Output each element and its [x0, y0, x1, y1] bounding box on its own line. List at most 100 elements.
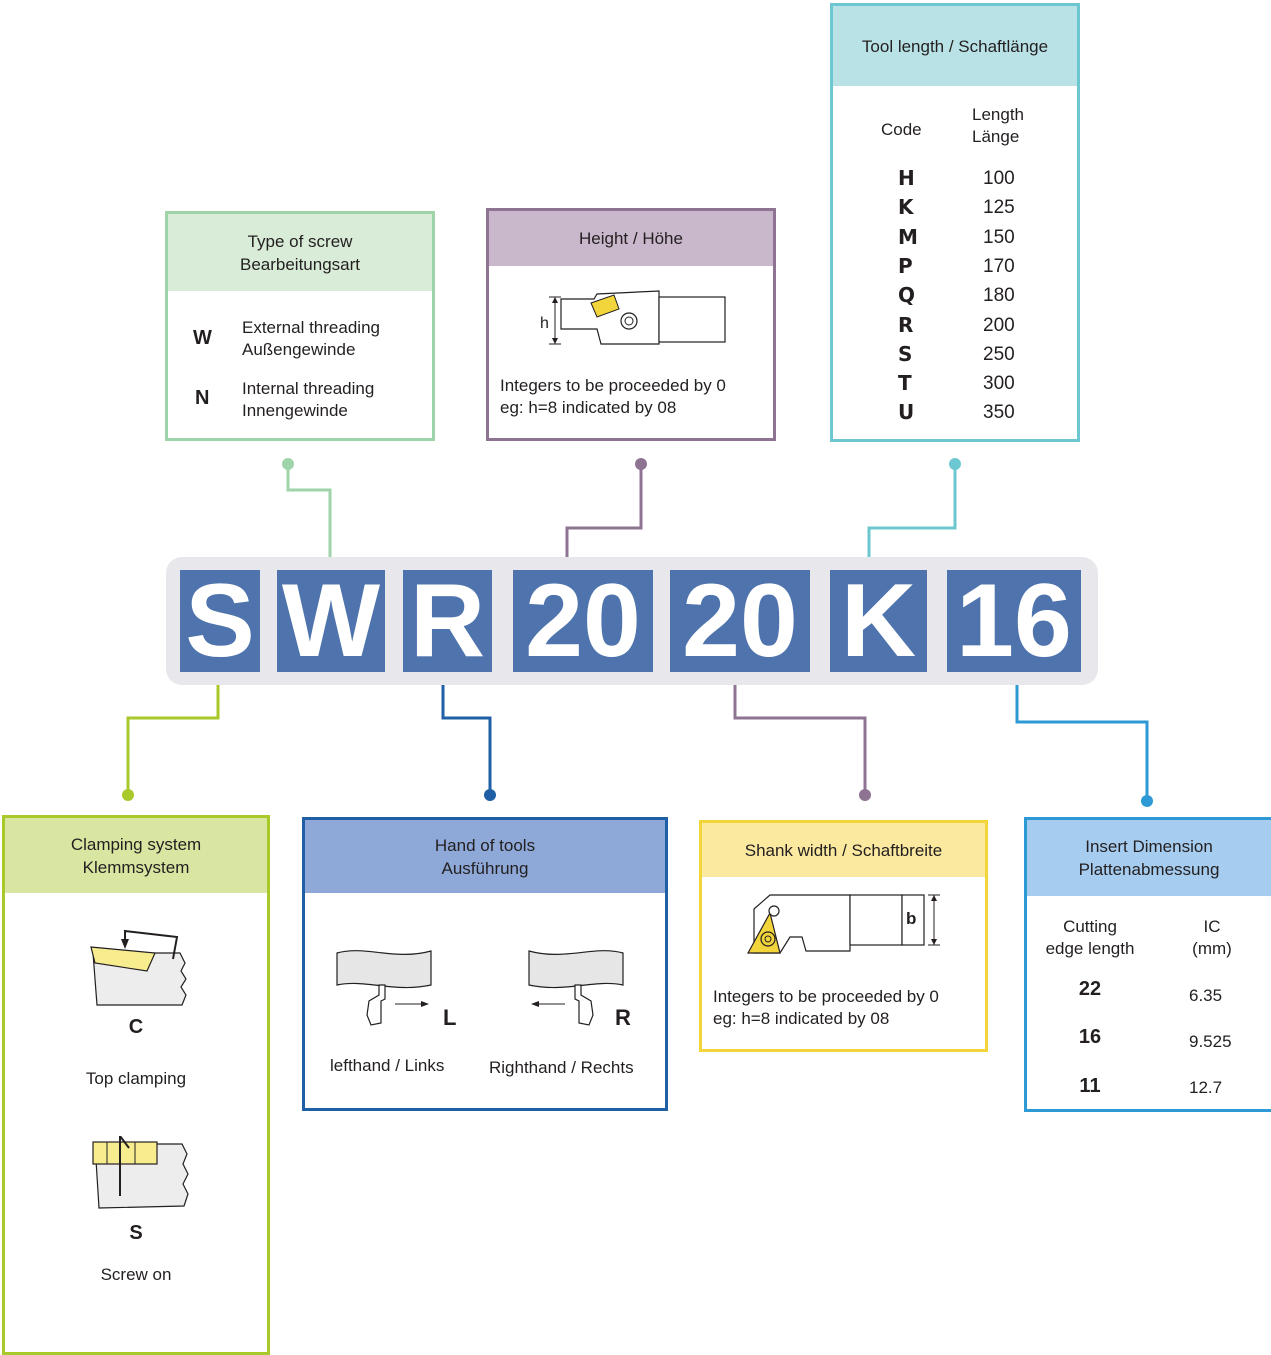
tool-length-header: Tool length / Schaftlänge	[833, 6, 1077, 86]
insert-ic-22: 6.35	[1189, 986, 1223, 1005]
insert-length-16: 16	[1078, 1026, 1102, 1048]
height-header: Height / Höhe	[489, 211, 773, 266]
screw-desc-n-en: Internal threading	[242, 379, 375, 398]
height-dim-label: h	[540, 315, 549, 332]
screw-type-title: Type of screw	[247, 231, 353, 251]
connector-dot-hand	[484, 789, 496, 801]
hand-code-l: L	[443, 1005, 457, 1030]
tool-length-value: 125	[983, 197, 1015, 219]
hand-code-r: R	[615, 1005, 631, 1030]
clamping-label-c: Top clamping	[85, 1069, 187, 1088]
insert-ic-11: 12.7	[1189, 1078, 1223, 1097]
hand-label-left: lefthand / Links	[330, 1056, 445, 1075]
shank-width-note-2: eg: h=8 indicated by 08	[713, 1009, 890, 1028]
connector-hand	[441, 672, 492, 795]
insert-ic-16: 9.525	[1189, 1032, 1232, 1051]
hand-label-right: Righthand / Rechts	[489, 1058, 634, 1077]
code-shank-width: 20	[670, 569, 810, 673]
tool-length-col-length: Length Länge	[972, 104, 1024, 148]
clamping-title: Clamping system	[70, 834, 202, 854]
insert-length-22: 22	[1078, 978, 1102, 1000]
screw-code-n: N	[195, 387, 210, 409]
screw-desc-w-en: External threading	[242, 318, 380, 337]
tool-length-value: 100	[983, 168, 1015, 189]
connector-height	[565, 464, 643, 570]
height-tool-icon	[549, 290, 726, 345]
clamping-code-c: C	[128, 1016, 144, 1038]
shank-width-tool-icon	[746, 894, 940, 954]
tool-length-col-length-de: Länge	[972, 127, 1020, 146]
shank-width-note: Integers to be proceeded by 0 eg: h=8 in…	[713, 986, 939, 1030]
tool-length-box: Tool length / Schaftlänge Code Length Lä…	[830, 3, 1080, 442]
tool-length-code: S	[898, 341, 913, 366]
connector-dot-screw-type	[282, 458, 294, 470]
lefthand-tool-icon	[336, 950, 432, 1026]
clamping-header: Clamping system Klemmsystem	[5, 818, 267, 893]
clamping-title-de: Klemmsystem	[82, 857, 190, 877]
screw-desc-n: Internal threading Innengewinde	[242, 378, 374, 422]
tool-length-code: U	[898, 400, 915, 425]
tool-length-code: P	[898, 253, 913, 278]
screw-type-header: Type of screw Bearbeitungsart	[168, 214, 432, 291]
connector-dot-insert-dim	[1141, 795, 1153, 807]
tool-length-col-length-en: Length	[972, 105, 1024, 124]
clamping-code-s: S	[129, 1222, 143, 1244]
tool-length-value: 170	[983, 255, 1015, 277]
insert-dim-col-ic: IC (mm)	[1167, 916, 1257, 960]
insert-dim-col-length-b: edge length	[1045, 939, 1135, 958]
tool-length-code: K	[898, 195, 914, 220]
screw-desc-w-de: Außengewinde	[242, 340, 356, 359]
tool-length-code: M	[898, 224, 918, 249]
insert-dim-col-ic-a: IC	[1203, 917, 1221, 936]
code-letter-s: S	[180, 569, 260, 673]
tool-length-value: 250	[983, 343, 1015, 365]
connector-shank-width	[733, 672, 867, 795]
insert-dim-col-length-a: Cutting	[1063, 917, 1117, 936]
tool-length-title: Tool length / Schaftlänge	[861, 36, 1049, 56]
clamping-label-s: Screw on	[100, 1265, 172, 1284]
tool-length-value: 180	[983, 285, 1015, 307]
hand-box: Hand of tools Ausführung L R lefthand / …	[302, 817, 668, 1111]
height-note-1: Integers to be proceeded by 0	[500, 376, 726, 395]
code-height: 20	[513, 569, 653, 673]
insert-dim-col-ic-b: (mm)	[1192, 939, 1232, 958]
code-letter-r: R	[403, 569, 492, 673]
connector-dot-tool-length	[949, 458, 961, 470]
tool-length-code: T	[898, 371, 912, 396]
height-note: Integers to be proceeded by 0 eg: h=8 in…	[500, 375, 726, 419]
code-letter-k: K	[830, 569, 927, 673]
shank-width-dim-label: b	[906, 909, 917, 928]
shank-width-header: Shank width / Schaftbreite	[702, 823, 985, 877]
code-insert-size: 16	[947, 569, 1081, 673]
tool-length-value: 300	[983, 373, 1015, 395]
insert-dim-title: Insert Dimension	[1085, 837, 1213, 856]
hand-header: Hand of tools Ausführung	[305, 820, 665, 893]
insert-dim-col-length: Cutting edge length	[1027, 916, 1153, 960]
height-note-2: eg: h=8 indicated by 08	[500, 398, 677, 417]
connector-screw-type	[286, 464, 332, 570]
insert-dim-box: Insert Dimension Plattenabmessung Cuttin…	[1024, 817, 1271, 1112]
screw-desc-w: External threading Außengewinde	[242, 317, 380, 361]
insert-dim-header: Insert Dimension Plattenabmessung	[1027, 820, 1271, 896]
tool-length-value: 200	[983, 314, 1015, 336]
clamping-box: Clamping system Klemmsystem C Top clampi…	[2, 815, 270, 1355]
screw-code-w: W	[193, 327, 212, 349]
insert-length-11: 11	[1079, 1075, 1101, 1097]
height-title: Height / Höhe	[579, 229, 683, 248]
screw-type-box: Type of screw Bearbeitungsart W External…	[165, 211, 435, 441]
connector-insert-dim	[1015, 672, 1149, 801]
connector-dot-clamping	[122, 789, 134, 801]
top-clamping-icon	[90, 929, 187, 1006]
shank-width-title: Shank width / Schaftbreite	[744, 840, 943, 860]
connector-clamping	[126, 672, 220, 795]
tool-length-value: 350	[983, 402, 1015, 424]
height-box: Height / Höhe h Integers to be proceeded…	[486, 208, 776, 441]
shank-width-box: Shank width / Schaftbreite b Integers to…	[699, 820, 988, 1052]
insert-dim-title-de: Plattenabmessung	[1078, 860, 1220, 879]
connector-tool-length	[867, 464, 957, 570]
tool-length-value: 150	[983, 226, 1015, 248]
shank-width-note-1: Integers to be proceeded by 0	[713, 987, 939, 1006]
screw-type-title-de: Bearbeitungsart	[239, 254, 361, 274]
screw-desc-n-de: Innengewinde	[242, 401, 348, 420]
